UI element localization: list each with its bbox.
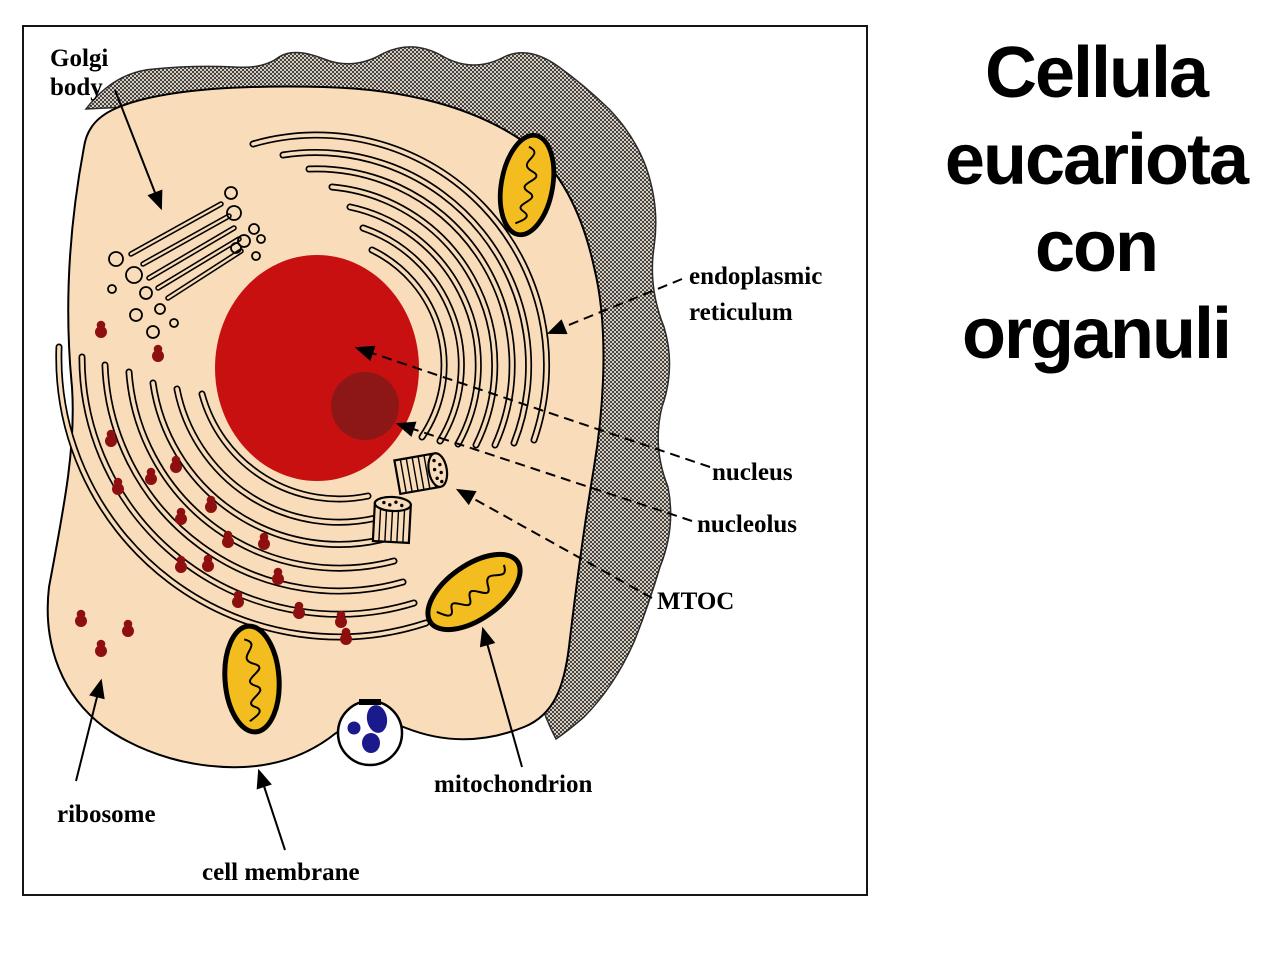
er-leader-arrow (546, 278, 683, 335)
golgi-leader-arrow (114, 89, 163, 211)
er-label-line2: reticulum (689, 299, 793, 326)
cell-membrane-leader-arrow (256, 768, 286, 851)
ribosome-leader-arrow (75, 678, 105, 782)
mtoc-label: MTOC (657, 588, 734, 615)
leader-lines (75, 89, 711, 851)
nucleus (215, 255, 419, 481)
slide-title-line: Cellula (984, 33, 1209, 113)
nucleus-label: nucleus (712, 459, 793, 486)
slide-title-line: eucariota (944, 120, 1249, 200)
ribosome-label: ribosome (57, 801, 156, 828)
golgi-body-label-line1: Golgi (50, 45, 108, 72)
golgi-body (107, 186, 266, 339)
cell-diagram: Golgi body endoplasmic reticulum nucleus… (46, 45, 822, 886)
cell-diagram-panel: Golgi body endoplasmic reticulum nucleus… (22, 25, 868, 896)
cell-membrane-label: cell membrane (202, 859, 360, 886)
nucleolus-leader-arrow (395, 421, 693, 522)
mitochondrion-label: mitochondrion (434, 771, 592, 798)
golgi-body-label-line2: body (50, 74, 103, 101)
nucleolus-label: nucleolus (697, 511, 797, 538)
nucleus-leader-arrow (354, 345, 711, 468)
mitochondrion-leader-arrow (479, 626, 523, 768)
nucleolus (331, 372, 399, 440)
secretory-vesicle (336, 699, 404, 767)
mtoc-leader-arrow (455, 488, 653, 599)
slide-title-line: organuli (962, 294, 1232, 374)
diagram-labels: Golgi body endoplasmic reticulum nucleus… (50, 45, 822, 886)
slide-title: Cellula eucariota con organuli (928, 30, 1264, 378)
centrioles-mtoc (371, 452, 449, 545)
slide-title-line: con (1034, 207, 1159, 287)
er-label-line1: endoplasmic (689, 263, 822, 290)
